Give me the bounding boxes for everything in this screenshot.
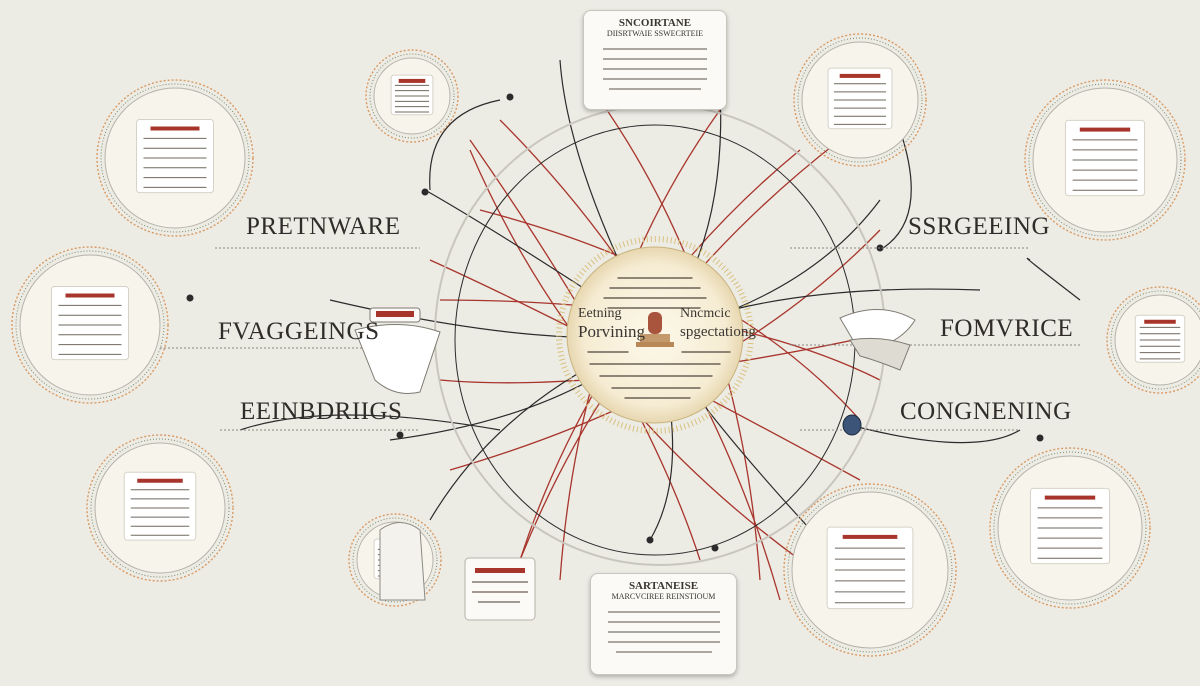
node-card [826,526,914,610]
label-fomvrice: FOMVRICE [940,315,1074,342]
node-ring-mid [100,83,250,233]
junction-dot [421,188,429,196]
node-ring-mid [797,37,923,163]
hub-word-top-left: Eetning [578,306,622,321]
node-red-tag [1044,495,1096,500]
hub-word-left: Porvining [578,322,646,341]
node-ring-outer [96,79,254,237]
node-card [827,67,893,130]
junction-dot [1036,434,1044,442]
statue-icon [636,312,674,347]
node-red-tag [1079,127,1131,132]
node-red-tag [150,126,200,131]
lens-icon [842,414,862,436]
node-ring-mid [993,451,1147,605]
node-ring-outer [365,49,459,143]
hub-text-lines [587,277,731,399]
node-ring-outer [1106,286,1200,394]
dark-connector [849,424,1021,444]
node-red-tag [398,78,426,83]
node-ring-mid [90,438,230,578]
bottom-card: SARTANEISE MARCVCIREE REINSTIOUM [590,573,737,675]
small-card [464,557,536,621]
hub-word-right: spgectationg [680,324,756,340]
node-red-tag [65,293,115,298]
node-ring-outer [793,33,927,167]
label-ssrgeeing: SSRGEEING [908,213,1051,240]
node-ring-mid [787,487,953,653]
top-card-title-1: SNCOIRTANE [618,17,692,29]
node-card [136,119,214,194]
node-ring-mid [369,53,455,139]
node-red-tag [1144,319,1176,324]
junction-dot [186,294,194,302]
node-red-tag [137,478,183,483]
label-pretnware: PRETNWARE [246,213,401,240]
node-ring-outer [11,246,169,404]
central-hub [556,236,754,434]
plate-icon-right [839,309,916,371]
top-card-text-lines [603,48,707,90]
node-card [123,471,197,541]
hub-word-top-right: Nncmcic [680,306,731,321]
label-eeinbdriigs: EEINBDRIIGS [240,398,403,425]
junction-dot [396,431,404,439]
node-red-tag [842,534,898,539]
top-card-title-2: DIISRTWAIE SSWECRTEIE [606,29,704,38]
pin-icon-bottom [379,522,426,601]
node-card [1064,119,1146,197]
bottom-card-title-2: MARCVCIREE REINSTIOUM [611,592,716,601]
hub-sunburst [556,236,754,434]
dark-connector [429,99,501,191]
junction-dot [711,544,719,552]
bottom-card-title-1: SARTANEISE [628,580,699,592]
dark-connector [879,129,912,251]
node-ring-outer [1024,79,1186,241]
label-congnening: CONGNENING [900,398,1072,425]
node-ring-outer [348,513,442,607]
node-card [51,286,129,361]
node-ring-outer [989,447,1151,609]
top-card: SNCOIRTANE DIISRTWAIE SSWECRTEIE [583,10,727,110]
node-ring-outer [783,483,957,657]
node-ring-mid [1028,83,1182,237]
node-red-tag [839,73,881,78]
junction-dot [506,93,514,101]
plate-icon-left [354,307,441,394]
dark-connector [1026,257,1081,301]
node-card [1029,487,1111,565]
bottom-card-text-lines [607,611,720,653]
node-ring-outer [86,434,234,582]
dark-connector [239,414,501,431]
node-ring-mid [15,250,165,400]
label-fvaggeings: FVAGGEINGS [218,318,380,345]
junction-dot [646,536,654,544]
node-ring-mid [1110,290,1200,390]
node-ring-mid [352,517,438,603]
